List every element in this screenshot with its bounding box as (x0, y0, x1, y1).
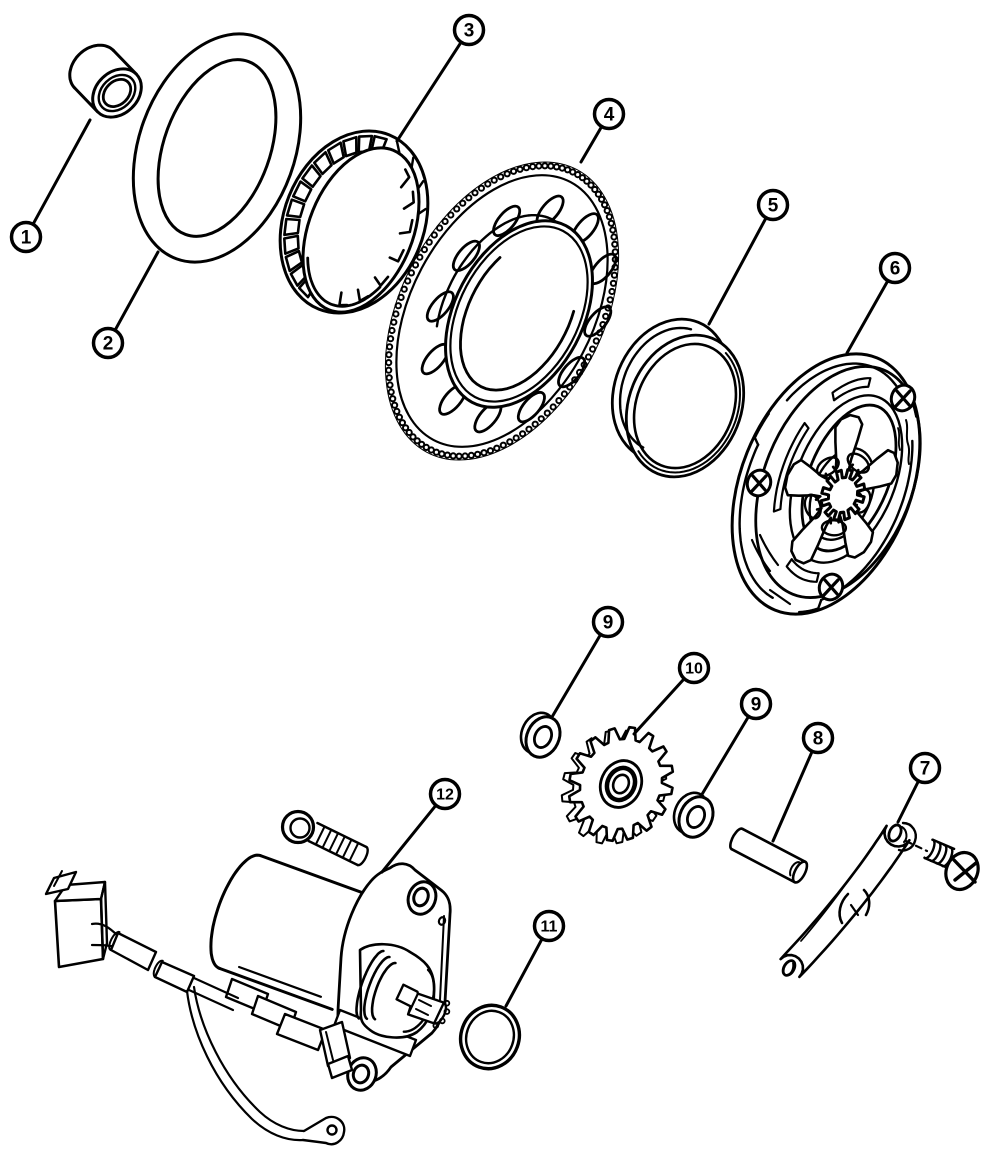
svg-text:11: 11 (541, 919, 558, 936)
svg-text:4: 4 (604, 105, 615, 126)
svg-text:7: 7 (920, 759, 931, 780)
svg-text:12: 12 (436, 787, 454, 804)
svg-text:9: 9 (751, 695, 762, 716)
svg-text:2: 2 (103, 334, 114, 355)
svg-text:5: 5 (768, 196, 779, 217)
svg-text:10: 10 (685, 661, 703, 678)
svg-text:8: 8 (813, 729, 824, 750)
svg-text:9: 9 (603, 613, 614, 634)
svg-text:1: 1 (21, 228, 32, 249)
svg-text:6: 6 (890, 259, 901, 280)
svg-text:3: 3 (464, 21, 475, 42)
